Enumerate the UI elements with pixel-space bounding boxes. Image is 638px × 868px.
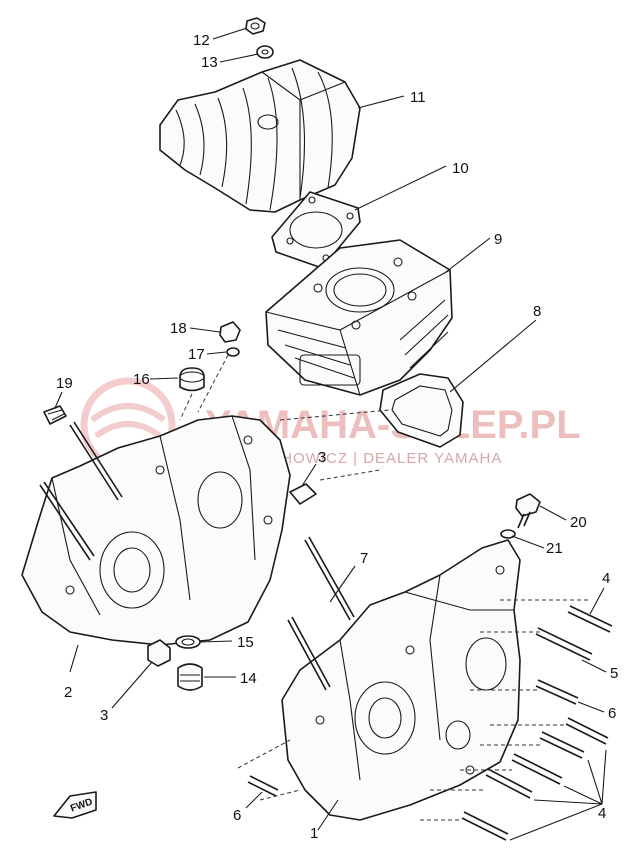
callout-12: 12 — [193, 32, 210, 49]
part-12-nut — [245, 17, 266, 35]
callout-4-upper: 4 — [602, 570, 610, 587]
part-18-bolt — [219, 321, 241, 343]
part-10-head-gasket — [271, 191, 361, 269]
part-16-cap — [179, 367, 205, 392]
part-21-washer — [500, 529, 516, 539]
callout-7: 7 — [360, 550, 368, 567]
callout-1: 1 — [310, 825, 318, 842]
callout-18: 18 — [170, 320, 187, 337]
part-14-drain-plug — [177, 663, 203, 691]
part-15-washer — [175, 635, 201, 649]
callout-14: 14 — [240, 670, 257, 687]
assembly-lines — [179, 354, 590, 821]
callout-9: 9 — [494, 231, 502, 248]
part-9-cylinder — [265, 239, 453, 396]
part-8-base-gasket — [379, 373, 464, 448]
left-case-studs — [39, 421, 123, 561]
part-6-bolt-lower — [247, 775, 279, 797]
fwd-arrow-icon: FWD — [53, 791, 97, 819]
bolts-right-side — [461, 605, 613, 841]
callout-20: 20 — [570, 514, 587, 531]
callout-21: 21 — [546, 540, 563, 557]
callout-11: 11 — [410, 89, 426, 106]
part-13-washer — [256, 45, 274, 59]
callout-3-lower: 3 — [100, 707, 108, 724]
part-7-studs — [287, 536, 355, 691]
part-19-screw — [43, 405, 67, 425]
part-3-dowel-upper — [289, 483, 317, 505]
part-1-right-crankcase — [281, 539, 521, 821]
part-3-dowel-lower — [147, 639, 171, 667]
callout-15: 15 — [237, 634, 254, 651]
callout-10: 10 — [452, 160, 469, 177]
callout-3-upper: 3 — [318, 449, 326, 466]
callout-5: 5 — [610, 665, 618, 682]
callout-17: 17 — [188, 346, 205, 363]
callout-6-lower: 6 — [233, 807, 241, 824]
part-2-left-crankcase — [21, 415, 291, 646]
callout-16: 16 — [133, 371, 150, 388]
callout-4-lower: 4 — [598, 805, 606, 822]
callout-2: 2 — [64, 684, 72, 701]
callout-6-right: 6 — [608, 705, 616, 722]
leader-lines — [54, 27, 607, 841]
part-11-cylinder-head — [159, 59, 361, 213]
callout-8: 8 — [533, 303, 541, 320]
part-20-bolt — [515, 493, 541, 529]
part-17-washer — [226, 347, 240, 357]
callout-13: 13 — [201, 54, 218, 71]
callout-19: 19 — [56, 375, 73, 392]
callout-labels: 12 13 11 10 9 8 18 17 16 19 3 20 21 7 4 … — [56, 32, 618, 842]
